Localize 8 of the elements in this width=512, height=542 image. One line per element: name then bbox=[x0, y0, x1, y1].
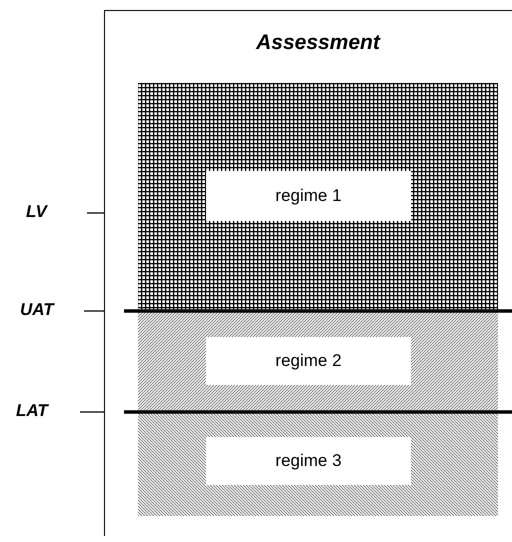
assessment-frame bbox=[104, 10, 512, 536]
regime-box: regime 3 bbox=[206, 437, 411, 485]
regime-box: regime 2 bbox=[206, 337, 411, 385]
threshold-label: LV bbox=[26, 203, 47, 220]
threshold-label: UAT bbox=[20, 301, 54, 318]
regime-box: regime 1 bbox=[206, 171, 411, 221]
frame-heading: Assessment bbox=[254, 30, 382, 56]
threshold-label: LAT bbox=[16, 402, 48, 419]
